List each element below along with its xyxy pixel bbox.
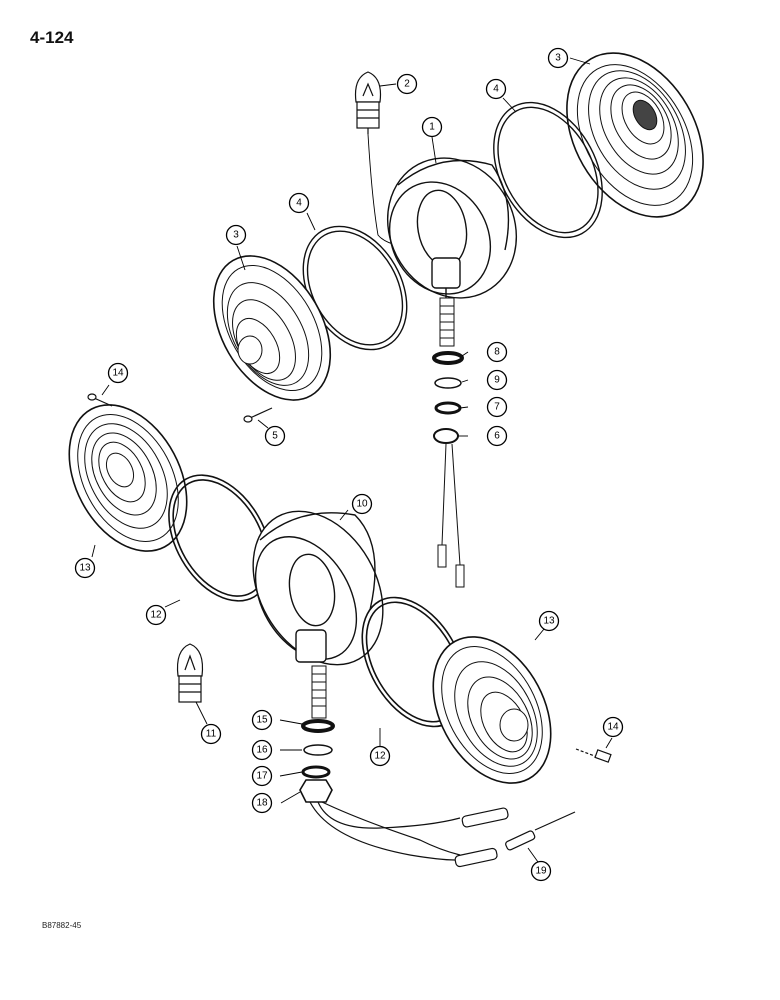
- callout-19: 19: [530, 860, 552, 882]
- svg-text:5: 5: [272, 431, 278, 442]
- svg-text:11: 11: [206, 729, 217, 740]
- bulb-lower: [176, 643, 204, 703]
- callout-11: 11: [200, 723, 222, 745]
- svg-text:10: 10: [356, 499, 368, 510]
- callout-14-left: 14: [107, 362, 129, 384]
- callout-14-right: 14: [602, 716, 624, 738]
- svg-text:12: 12: [150, 610, 162, 621]
- svg-text:6: 6: [494, 431, 500, 442]
- svg-text:7: 7: [494, 402, 500, 413]
- lens-upper-right: [566, 52, 704, 218]
- svg-text:16: 16: [256, 745, 268, 756]
- callout-10: 10: [351, 493, 373, 515]
- svg-text:19: 19: [535, 866, 547, 877]
- callout-4-upper-left: 4: [288, 192, 310, 214]
- svg-text:3: 3: [233, 230, 239, 241]
- callout-8: 8: [486, 341, 508, 363]
- callout-1: 1: [421, 116, 443, 138]
- svg-text:2: 2: [404, 79, 410, 90]
- gasket-lower-left: [168, 474, 272, 602]
- lens-lower-left: [68, 404, 188, 552]
- svg-text:18: 18: [256, 798, 268, 809]
- svg-text:8: 8: [494, 347, 500, 358]
- callout-7: 7: [486, 396, 508, 418]
- leader-lines: [91, 57, 613, 863]
- svg-text:17: 17: [256, 771, 268, 782]
- callout-15: 15: [251, 709, 273, 731]
- bulb-upper: [354, 71, 382, 134]
- svg-text:12: 12: [374, 751, 386, 762]
- svg-text:14: 14: [112, 368, 124, 379]
- callout-3-upper-right: 3: [547, 47, 569, 69]
- callout-17: 17: [251, 765, 273, 787]
- svg-text:9: 9: [494, 375, 500, 386]
- screw-14-right: [575, 748, 612, 763]
- callout-3-upper-left: 3: [225, 224, 247, 246]
- upper-washer-stack: [432, 351, 464, 444]
- callout-18: 18: [251, 792, 273, 814]
- callout-13-right: 13: [538, 610, 560, 632]
- callout-13-left: 13: [74, 557, 96, 579]
- lamp-housing-lower: [252, 510, 384, 666]
- screw-14-left: [87, 393, 113, 407]
- callout-4-upper-right: 4: [485, 78, 507, 100]
- lens-lower-right: [432, 636, 552, 784]
- svg-text:15: 15: [256, 715, 268, 726]
- threaded-stem-upper: [439, 297, 455, 347]
- lamp-housing-upper: [386, 157, 518, 300]
- lens-upper-left: [212, 255, 332, 401]
- svg-text:4: 4: [296, 198, 302, 209]
- callout-2: 2: [396, 73, 418, 95]
- callout-12-right: 12: [369, 745, 391, 767]
- threaded-stem-lower: [311, 665, 327, 719]
- gasket-upper-right: [493, 101, 603, 239]
- figure-code: B87882-45: [42, 921, 82, 930]
- lower-washer-stack: [299, 719, 335, 803]
- callout-12-left: 12: [145, 604, 167, 626]
- lower-harness: [309, 801, 576, 868]
- screw-5: [243, 407, 273, 423]
- svg-text:13: 13: [79, 563, 91, 574]
- callout-16: 16: [251, 739, 273, 761]
- page-number: 4-124: [30, 28, 74, 47]
- svg-text:3: 3: [555, 53, 561, 64]
- callout-6: 6: [486, 425, 508, 447]
- upper-wires: [437, 443, 465, 588]
- callout-9: 9: [486, 369, 508, 391]
- callout-5: 5: [264, 425, 286, 447]
- svg-text:4: 4: [493, 84, 499, 95]
- svg-text:14: 14: [607, 722, 619, 733]
- svg-text:13: 13: [543, 616, 555, 627]
- svg-text:1: 1: [429, 122, 435, 133]
